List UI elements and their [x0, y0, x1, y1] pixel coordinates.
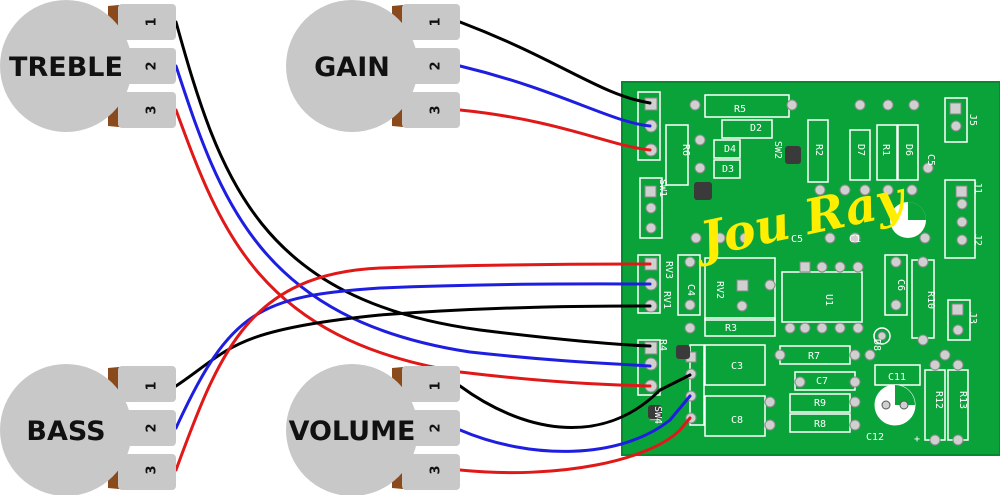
- pot-gain-pin-2: 2: [429, 61, 444, 70]
- wire-volume-1: [458, 373, 692, 430]
- silk-label-c7: C7: [816, 376, 828, 387]
- pot-bass: BASS 1 2 3: [0, 364, 176, 495]
- silk-label-r10: R10: [925, 291, 936, 309]
- silk-label-u1: U1: [823, 294, 834, 306]
- wire-bass-2: [174, 282, 652, 430]
- silk-label-r12: R12: [933, 391, 944, 409]
- pcb-switch-sw3: [676, 345, 690, 359]
- pot-bass-pin-3: 3: [145, 465, 160, 474]
- pot-volume-pin-2: 2: [429, 423, 444, 432]
- wire-volume-2: [458, 394, 692, 453]
- silk-label-r8: R8: [814, 419, 826, 430]
- silk-label-d4: D4: [724, 144, 736, 155]
- silk-label-c5: C5: [791, 234, 803, 245]
- silk-label-d3: D3: [722, 164, 734, 175]
- silk-label-r7: R7: [808, 351, 820, 362]
- pot-gain-pin-3: 3: [429, 105, 444, 114]
- silk-label-d6: D6: [903, 144, 914, 156]
- silk-label-d2: D2: [750, 123, 762, 134]
- silk-label-c3: C3: [731, 361, 743, 372]
- pot-bass-body: [0, 364, 132, 495]
- silk-label-c4: C4: [685, 284, 696, 296]
- silk-label-rv2: RV2: [714, 281, 725, 299]
- pot-volume-pin-1: 1: [429, 381, 444, 390]
- pot-bass-pin-1: 1: [145, 381, 160, 390]
- silk-label-j5: J5: [967, 114, 978, 126]
- silk-label-r5: R5: [734, 104, 746, 115]
- silk-label-sw1: SW1: [657, 179, 668, 197]
- wire-bass-1: [174, 304, 652, 388]
- silk-label-j1: J1: [972, 182, 983, 194]
- pot-treble-pin-3: 3: [145, 105, 160, 114]
- pot-treble-pin-1: 1: [145, 17, 160, 26]
- wires: [174, 20, 692, 475]
- wire-gain-2: [458, 64, 652, 128]
- silk-label-j2: J2: [972, 234, 983, 246]
- wire-volume-3: [458, 416, 692, 475]
- silk-label-rv1: RV1: [661, 291, 672, 309]
- wire-treble-1: [174, 20, 652, 348]
- wire-gain-3: [458, 108, 652, 152]
- silk-label-r13: R13: [957, 391, 968, 409]
- silk-label-r1: R1: [880, 144, 891, 156]
- pcb-capacitor-round: [890, 202, 926, 238]
- pcb-capacitor-c12: [874, 384, 916, 426]
- silk-label-r4: R4: [657, 339, 668, 351]
- silk-label-r9: R9: [814, 398, 826, 409]
- pcb-switch-sw4: [648, 405, 662, 419]
- pot-volume-body: [286, 364, 418, 495]
- silk-label-r6: R6: [680, 144, 691, 156]
- pot-treble-label: TREBLE: [9, 52, 123, 83]
- pot-volume-pin-3: 3: [429, 465, 444, 474]
- pot-gain-body: [286, 0, 418, 132]
- silk-label-rv3: RV3: [663, 261, 674, 279]
- wire-treble-3: [174, 108, 652, 388]
- silk-label-d7: D7: [855, 144, 866, 156]
- wire-bass-3: [174, 262, 652, 472]
- pot-gain-pin-1: 1: [429, 17, 444, 26]
- pot-gain: GAIN 1 2 3: [286, 0, 460, 132]
- pot-treble-body: [0, 0, 132, 132]
- silk-label-c11: C11: [888, 372, 906, 383]
- silk-label-j3: J3: [967, 312, 978, 324]
- silk-label-c12: C12: [866, 432, 884, 443]
- silk-label-r3: R3: [725, 323, 737, 334]
- silk-label-d8: D8: [871, 339, 882, 351]
- pot-bass-pin-2: 2: [145, 423, 160, 432]
- silk-label-c8: C8: [731, 415, 743, 426]
- silk-label-c1: C1: [849, 234, 861, 245]
- silk-label-c6: C6: [895, 279, 906, 291]
- wire-gain-1: [458, 20, 652, 105]
- pot-treble-pin-2: 2: [145, 61, 160, 70]
- silk-label-sw2: SW2: [772, 141, 783, 159]
- silk-label-sw4: SW4: [652, 406, 663, 424]
- pot-volume-label: VOLUME: [289, 416, 416, 447]
- pot-volume: VOLUME 1 2 3: [286, 364, 460, 495]
- silk-label-r2: R2: [813, 144, 824, 156]
- silk-label-c5: C5: [925, 154, 936, 166]
- pcb-pads: [644, 97, 968, 446]
- pot-bass-label: BASS: [26, 416, 105, 447]
- wire-treble-2: [174, 64, 652, 368]
- pot-gain-label: GAIN: [314, 52, 390, 83]
- pcb-switch-sw2: [785, 146, 801, 164]
- pot-treble: TREBLE 1 2 3: [0, 0, 176, 132]
- silk-label-plus: +: [914, 434, 920, 445]
- pcb-switch-sw1: [694, 182, 712, 200]
